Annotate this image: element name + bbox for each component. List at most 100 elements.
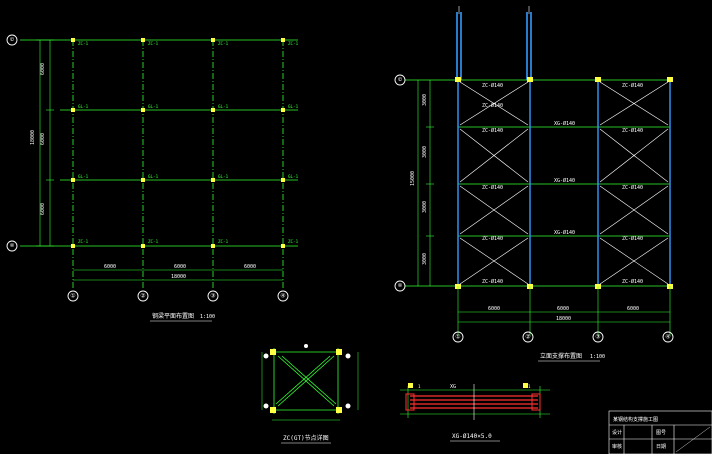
svg-text:ZC-Ø140: ZC-Ø140 [622,82,643,89]
plan-axis-col-3 [207,290,219,302]
brace-detail-frame [272,348,340,414]
plan-nodes [71,38,285,248]
plan-axis-col-2 [137,290,149,302]
plan-dim-v2: 6000 [40,133,46,145]
svg-text:1: 1 [418,384,421,389]
elev-axis-row-b-label: ® [398,283,402,290]
plan-axis-col-3-label: ③ [210,293,215,300]
svg-text:GL-1: GL-1 [218,174,229,179]
svg-text:ZC-1: ZC-1 [148,41,159,46]
elev-column-tops [458,6,530,14]
svg-text:GL-1: GL-1 [78,174,89,179]
elev-caption: 立面支撑布置图 [540,352,582,360]
elev-dim-total: 18000 [556,316,571,322]
plan-axis-col-2-label: ② [140,293,145,300]
svg-text:ZC-Ø140: ZC-Ø140 [482,184,503,191]
elev-columns [457,80,671,286]
svg-text:ZC-Ø140: ZC-Ø140 [482,235,503,242]
svg-text:ZC-1: ZC-1 [78,41,89,46]
svg-text:GL-1: GL-1 [78,104,89,109]
svg-text:ZC-Ø140: ZC-Ø140 [622,127,643,134]
elev-axis-col-3 [592,331,604,343]
svg-text:ZC-1: ZC-1 [218,239,229,244]
svg-text:1: 1 [528,384,531,389]
svg-text:设计: 设计 [612,429,622,436]
elev-dim-bay-1: 6000 [488,306,500,312]
brace-detail-dims [261,352,359,421]
plan-axis-row-c [6,34,18,46]
elev-dim-left [417,80,434,286]
plan-dim-total: 18000 [171,274,186,280]
beam-detail-nodes [408,383,528,388]
elev-axis-col-1-label: ① [455,334,460,341]
brace-detail-callouts [263,344,351,409]
plan-dim-bay-3: 6000 [244,264,256,270]
svg-text:GL-1: GL-1 [288,104,299,109]
elev-dim-v-total: 15000 [410,171,416,186]
plan-view: 6000 6000 6000 18000 6000 6000 6000 1800… [6,34,299,322]
beam-detail: 1 1 XG XG-Ø140×5.0 [400,383,550,442]
elev-scale: 1:100 [590,354,605,360]
plan-dim-bay-1: 6000 [104,264,116,270]
svg-text:ZC-1: ZC-1 [288,239,299,244]
plan-axis-col-1 [67,290,79,302]
title-block-hatch [675,426,711,453]
elev-axis-col-4 [662,331,674,343]
elev-bracing [459,81,669,285]
svg-text:图号: 图号 [656,430,666,436]
plan-dim-left [36,39,54,247]
svg-text:GL-1: GL-1 [148,174,159,179]
elev-column-extensions [456,12,532,80]
plan-dim-bottom [73,269,283,281]
plan-grid-cols [72,40,284,290]
plan-axis-row-c-label: © [10,37,14,44]
svg-text:ZC-Ø140: ZC-Ø140 [482,278,503,285]
elev-axis-row-b [394,280,406,292]
beam-detail-caption: XG-Ø140×5.0 [452,433,492,440]
plan-dim-v-total: 18000 [30,130,36,145]
plan-axis-col-1-label: ① [70,293,75,300]
brace-detail-caption: ZC(GT)节点详图 [283,434,329,442]
svg-text:GL-1: GL-1 [218,104,229,109]
plan-scale: 1:100 [200,314,215,320]
plan-dim-v1: 6000 [40,63,46,75]
svg-text:ZC-Ø140: ZC-Ø140 [622,235,643,242]
plan-caption: 钢梁平面布置图 [152,312,194,320]
elev-axis-row-c [394,74,406,86]
elev-brace-label-main: ZC-Ø140 [482,102,503,109]
elev-axis-col-4-label: ④ [665,334,670,341]
svg-text:ZC-Ø140: ZC-Ø140 [622,278,643,285]
svg-text:ZC-1: ZC-1 [148,239,159,244]
beam-detail-ends [405,393,541,411]
elev-axis-col-1 [452,331,464,343]
elev-dim-bottom [457,286,671,336]
svg-text:ZC-Ø140: ZC-Ø140 [482,127,503,134]
svg-text:XG-Ø140: XG-Ø140 [554,229,575,236]
plan-axis-col-4-label: ④ [280,293,285,300]
brace-detail-nodes [270,349,342,413]
brace-detail: ZC(GT)节点详图 [261,344,359,444]
title-block-frame [608,410,712,454]
plan-axis-col-4 [277,290,289,302]
elev-axis-col-2-label: ② [525,334,530,341]
svg-text:审核: 审核 [612,443,622,450]
elev-dim-bay-3: 6000 [627,306,639,312]
elev-axis-row-c-label: © [398,77,402,84]
elev-dim-v4: 3000 [422,253,428,265]
title-block-project: 某钢结构支撑施工图 [613,416,658,423]
svg-text:日期: 日期 [656,444,666,450]
svg-text:XG-Ø140: XG-Ø140 [554,120,575,127]
plan-axis-row-b [6,240,18,252]
svg-text:ZC-Ø140: ZC-Ø140 [622,184,643,191]
svg-text:ZC-1: ZC-1 [218,41,229,46]
plan-grid-rows [20,39,298,247]
svg-text:ZC-Ø140: ZC-Ø140 [482,82,503,89]
elev-dim-bay-2: 6000 [557,306,569,312]
svg-text:ZC-1: ZC-1 [288,41,299,46]
plan-dim-bay-2: 6000 [174,264,186,270]
